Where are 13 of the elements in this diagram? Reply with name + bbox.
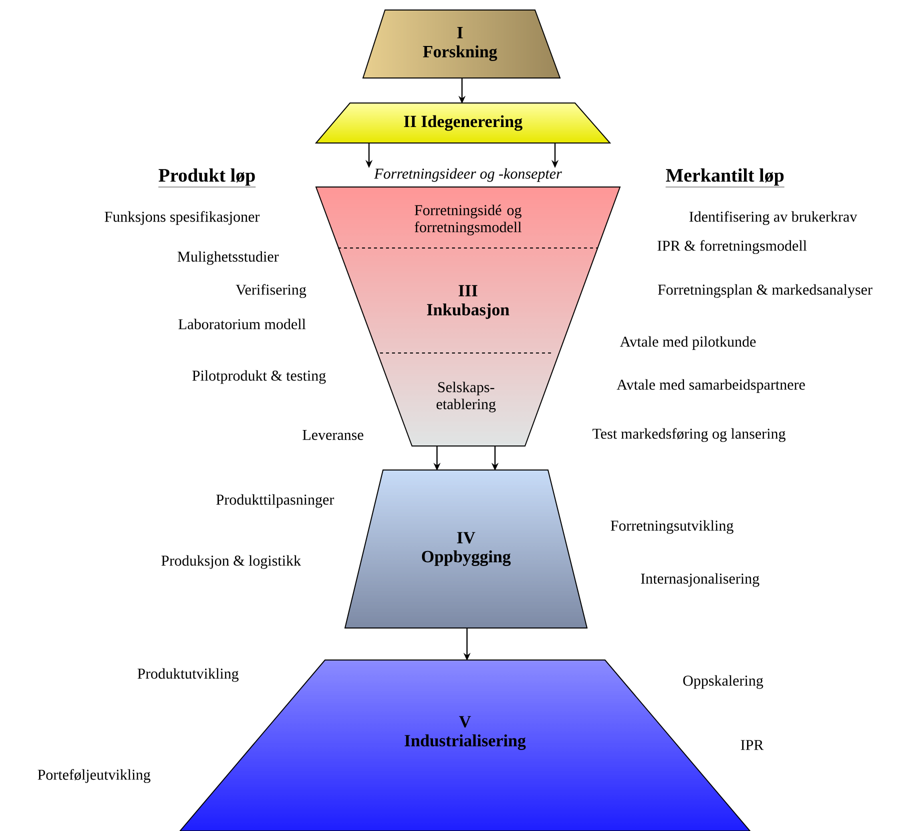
stage-activity: Porteføljeutvikling [38, 769, 150, 783]
caption-text: Forretningsideer og -konsepter [374, 168, 562, 182]
stage-activity: Identifisering av brukerkrav [689, 211, 858, 225]
stage-activity: Forretningsutvikling [610, 520, 734, 534]
column-heading: Produkt løp [158, 168, 256, 188]
stage-activity: Mulighetsstudier [178, 251, 279, 265]
stage-activity: Forretningsplan & markedsanalyser [658, 284, 872, 298]
stage-activity: IPR & forretningsmodell [658, 240, 807, 254]
stage-activity: Funksjons spesifikasjoner [104, 211, 260, 225]
stage-activity: Internasjonalisering [641, 573, 760, 587]
column-heading: Merkantilt løp [665, 168, 785, 188]
stage-activity: Produksjon & logistikk [161, 555, 302, 569]
stage-activity: Avtale med pilotkunde [620, 336, 756, 350]
